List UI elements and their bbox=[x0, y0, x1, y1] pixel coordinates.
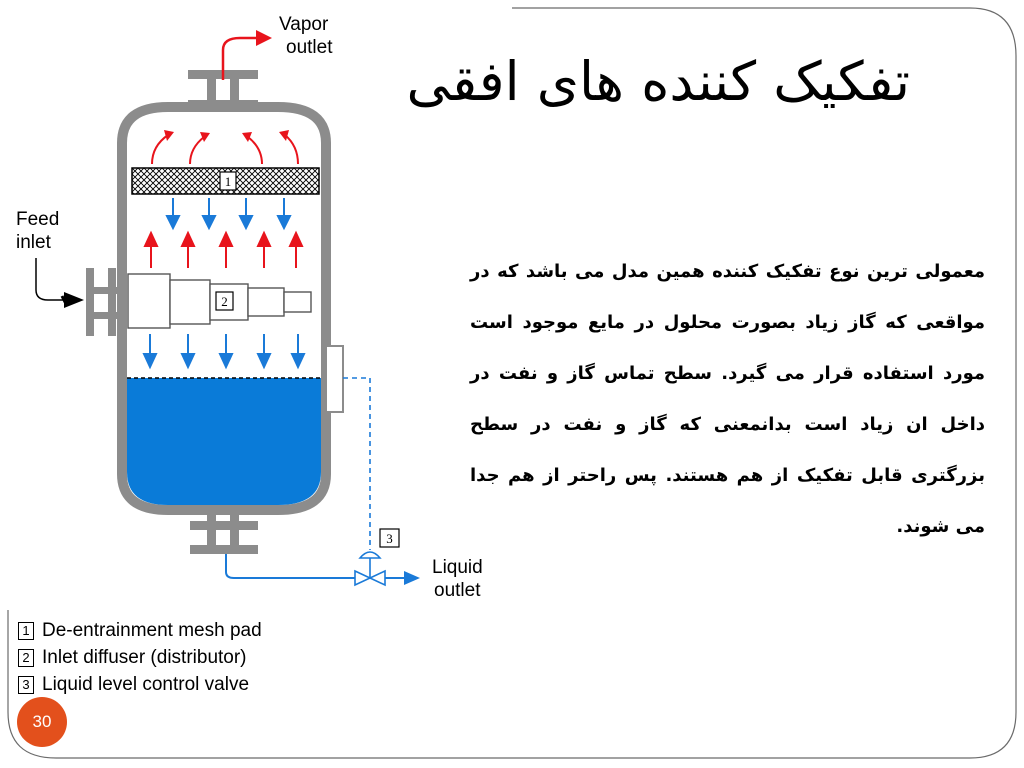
marker-1: 1 bbox=[225, 174, 232, 189]
liquid-drop-arrows-upper bbox=[165, 198, 292, 231]
control-valve bbox=[354, 551, 386, 587]
legend-text: De-entrainment mesh pad bbox=[42, 620, 262, 641]
marker-2: 2 bbox=[221, 294, 228, 309]
slide-title: تفکیک کننده های افقی bbox=[406, 50, 910, 113]
liquid-outlet-line bbox=[225, 554, 408, 579]
legend-number: 2 bbox=[18, 648, 34, 667]
legend-item-inlet-diffuser: 2 Inlet diffuser (distributor) bbox=[18, 647, 247, 669]
liquid-nozzle bbox=[190, 512, 258, 554]
legend-text: Inlet diffuser (distributor) bbox=[42, 647, 247, 668]
level-chamber bbox=[325, 345, 344, 413]
liquid-drop-arrows-lower bbox=[142, 334, 306, 370]
vapor-label: Vapor bbox=[279, 14, 329, 35]
slide-body-text: معمولی ترین نوع تفکیک کننده همین مدل می … bbox=[470, 261, 985, 537]
legend-text: Liquid level control valve bbox=[42, 674, 250, 695]
marker-3: 3 bbox=[386, 531, 393, 546]
legend-number: 3 bbox=[18, 675, 34, 694]
feed-nozzle bbox=[86, 268, 122, 336]
legend-number: 1 bbox=[18, 621, 34, 640]
legend-item-mesh-pad: 1 De-entrainment mesh pad bbox=[18, 620, 262, 642]
slide-number-badge: 30 bbox=[17, 697, 67, 747]
level-signal-line bbox=[343, 377, 371, 550]
feed-arrow bbox=[35, 258, 72, 301]
liquid-outlet-label: outlet bbox=[434, 580, 481, 601]
inlet-label: inlet bbox=[16, 232, 52, 253]
liquid-label: Liquid bbox=[432, 557, 483, 578]
legend-item-level-valve: 3 Liquid level control valve bbox=[18, 674, 249, 696]
feed-label: Feed bbox=[16, 209, 59, 230]
vapor-flow-curved bbox=[151, 134, 299, 165]
vapor-rise-arrows bbox=[143, 230, 304, 268]
inlet-diffuser bbox=[127, 273, 312, 329]
vapor-outlet-label: outlet bbox=[286, 37, 333, 58]
vapor-outlet-arrow bbox=[221, 36, 258, 80]
liquid-body bbox=[127, 378, 321, 505]
